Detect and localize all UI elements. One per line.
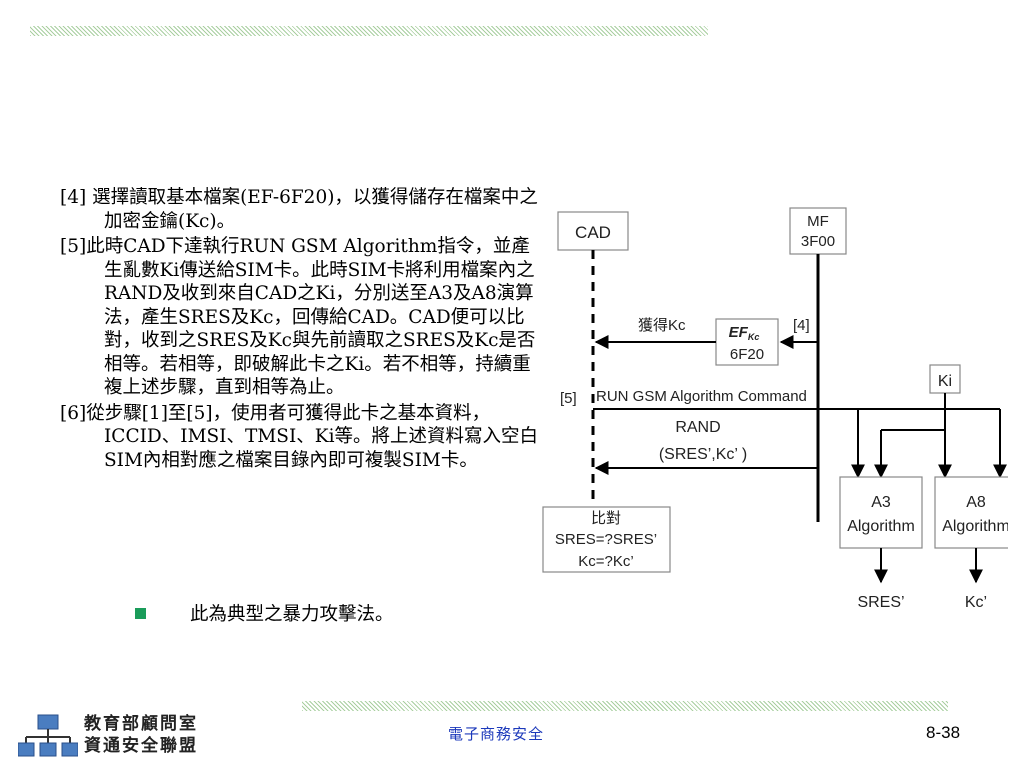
step4-label: [4] [793,317,810,334]
organization-name: 教育部顧問室 資通安全聯盟 [84,713,198,757]
a8-line1: A8 [966,494,986,511]
sim-clone-diagram: CAD MF 3F00 EFKc 6F20 [4] 獲得Kc Ki [5] RU… [542,207,1008,611]
cad-box [557,211,629,251]
a8-line2: Algorithm [942,518,1008,535]
kc-output-label: Kc’ [965,594,987,611]
bullet-text: 此為典型之暴力攻擊法。 [190,604,394,625]
organization-line1: 教育部顧問室 [84,714,198,734]
cad-label: CAD [575,223,611,242]
step5-label: [5] [560,390,577,407]
run-command-label: RUN GSM Algorithm Command [596,388,807,405]
paragraph-step-6: [6]從步驟[1]至[5]，使用者可獲得此卡之基本資料，ICCID、IMSI、T… [60,402,538,471]
ef-box [715,318,779,366]
mf-box [789,207,847,255]
compare-line2: SRES=?SRES’ [555,531,657,548]
a8-box [934,476,1008,549]
mf-line2: 3F00 [801,233,835,250]
a3-box [839,476,923,549]
rand-label: RAND [675,419,720,436]
ki-label: Ki [938,373,952,390]
page-number: 8-38 [926,723,961,742]
ef-label: EFKc [729,324,760,342]
top-decorative-band [30,26,708,36]
ef-line2: 6F20 [730,346,764,363]
network-logo-icon [18,714,78,757]
footer-course-title: 電子商務安全 [448,725,545,743]
sres-kc-label: (SRES’,Kc’ ) [659,446,747,463]
organization-line2: 資通安全聯盟 [84,736,198,756]
compare-line3: Kc=?Kc’ [578,553,633,570]
mf-line1: MF [807,213,829,230]
get-kc-label: 獲得Kc [638,317,686,334]
bullet-square-icon [135,608,146,619]
a3-line1: A3 [871,494,891,511]
bottom-decorative-band [302,701,948,711]
a3-line2: Algorithm [847,518,915,535]
main-text: [4] 選擇讀取基本檔案(EF-6F20)，以獲得儲存在檔案中之加密金鑰(Kc)… [60,186,538,474]
paragraph-step-5: [5]此時CAD下達執行RUN GSM Algorithm指令，並產生亂數Ki傳… [60,236,536,398]
compare-box [542,506,671,573]
sres-output-label: SRES’ [857,594,904,611]
paragraph-step-4: [4] 選擇讀取基本檔案(EF-6F20)，以獲得儲存在檔案中之加密金鑰(Kc)… [60,187,538,232]
compare-line1: 比對 [591,510,621,527]
